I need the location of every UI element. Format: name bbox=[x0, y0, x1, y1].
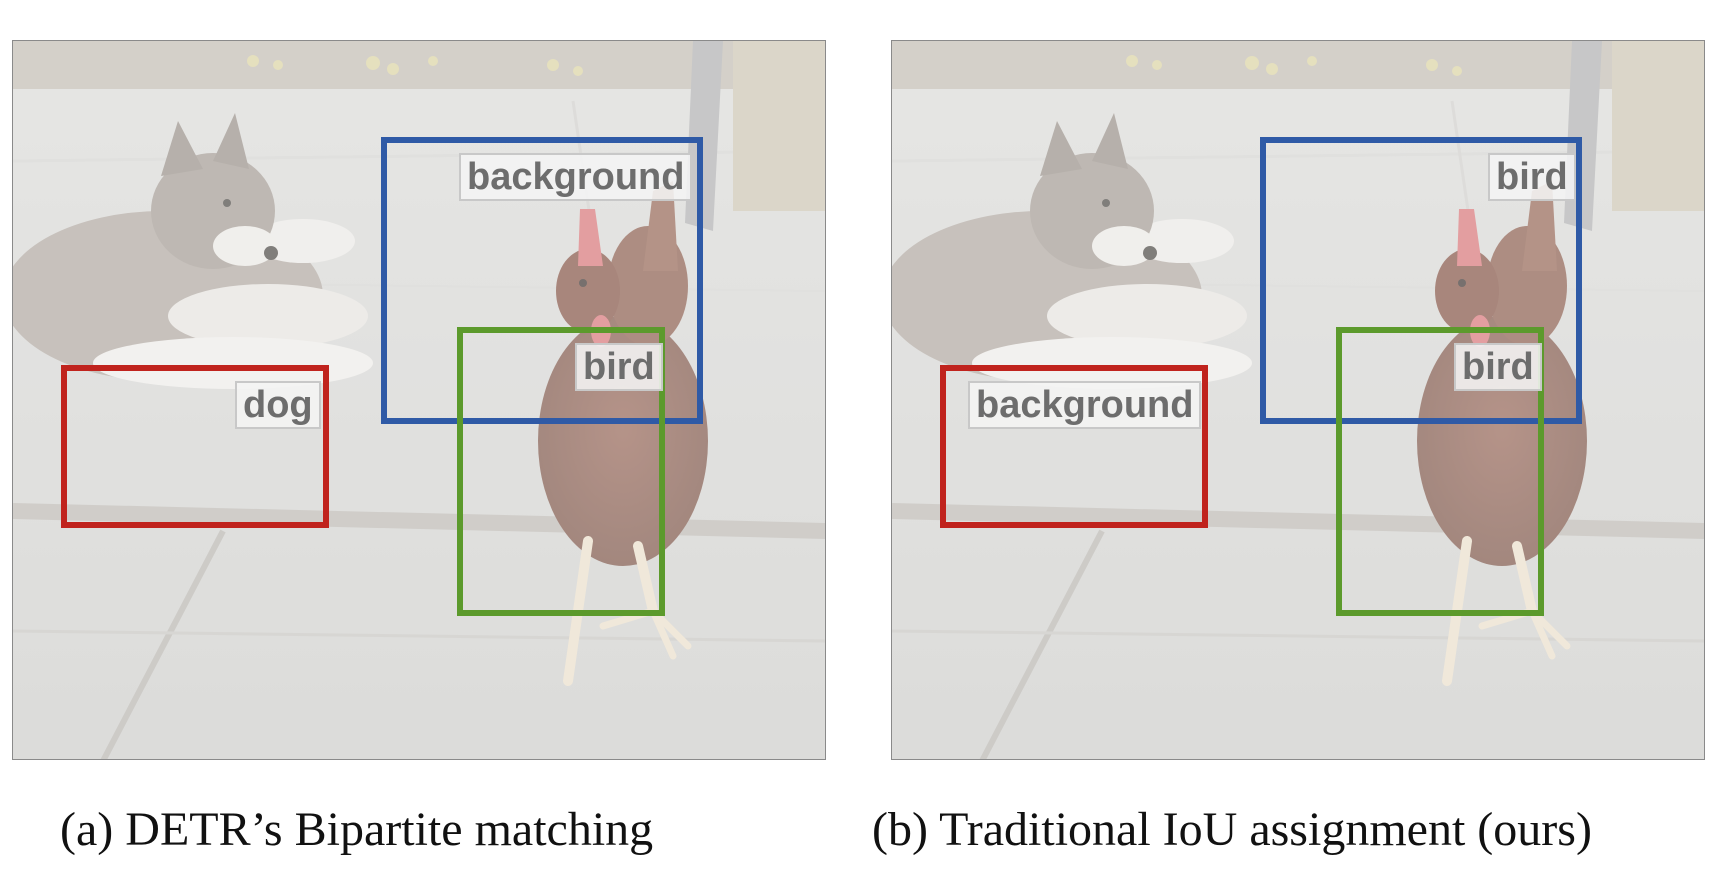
red-box-label: dog bbox=[235, 381, 321, 429]
panel-detr-bipartite: dog background bird bbox=[12, 40, 826, 760]
blue-box-label: bird bbox=[1488, 153, 1576, 201]
green-box-label: bird bbox=[1454, 343, 1542, 391]
blue-box bbox=[1260, 137, 1582, 424]
red-box bbox=[61, 365, 329, 528]
blue-box-label: background bbox=[459, 153, 693, 201]
red-box bbox=[940, 365, 1208, 528]
blue-box bbox=[381, 137, 703, 424]
red-box-label: background bbox=[968, 381, 1202, 429]
caption-b: (b) Traditional IoU assignment (ours) bbox=[872, 803, 1592, 856]
caption-a: (a) DETR’s Bipartite matching bbox=[60, 803, 654, 856]
green-box-label: bird bbox=[575, 343, 663, 391]
green-box bbox=[1336, 327, 1544, 616]
panel-iou-assignment: background bird bird bbox=[891, 40, 1705, 760]
green-box bbox=[457, 327, 665, 616]
